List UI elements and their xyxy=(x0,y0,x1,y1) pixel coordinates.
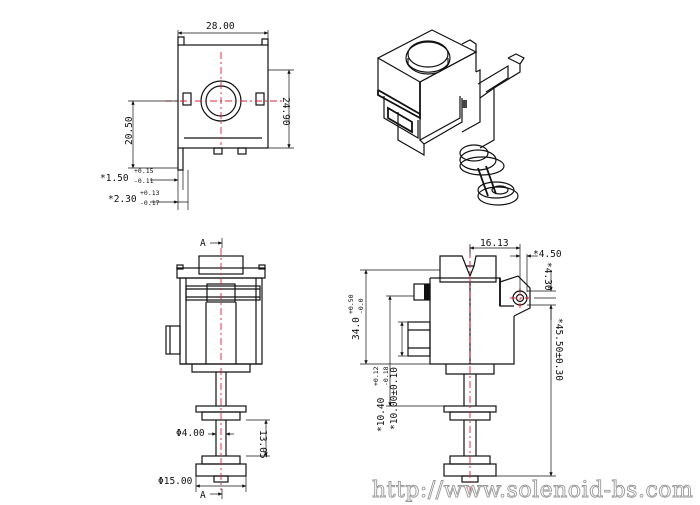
dim-overall-height: *45.50±0.30 xyxy=(553,318,564,381)
top-view-corner-tab xyxy=(261,38,269,45)
top-view-left-clip xyxy=(182,92,192,106)
dim-disc-diameter: Φ15.00 xyxy=(158,476,193,487)
side-mount-ear xyxy=(499,275,531,317)
dim-hole-height: *4.30 xyxy=(542,262,553,291)
side-shaft xyxy=(463,374,477,406)
dim-boss-1: *10.40 xyxy=(376,397,387,432)
iso-collar xyxy=(459,144,489,162)
top-view-tab xyxy=(177,36,185,45)
isometric-view xyxy=(376,29,525,206)
front-view: A A Φ4.00 xyxy=(158,238,270,501)
dim-boss-2: *10.00±0.10 xyxy=(389,367,400,430)
svg-text:+0.13: +0.13 xyxy=(140,189,160,197)
dim-width: 28.00 xyxy=(206,21,235,32)
top-view-mount-tab xyxy=(177,148,184,171)
iso-side-plate xyxy=(461,69,481,133)
dim-height: 24.90 xyxy=(280,97,291,126)
section-mark-bottom: A xyxy=(200,490,206,501)
front-flange xyxy=(185,285,261,301)
side-body xyxy=(429,278,515,365)
dim-tab-offset: *2.30 xyxy=(108,194,137,205)
top-view-foot-right xyxy=(237,147,247,155)
dim-body-height: 34.0 xyxy=(351,317,362,340)
top-view-right-clip xyxy=(255,92,265,106)
top-view: 28.00 24.90 20.50 *1.50 +0.15 -0.11 *2.3… xyxy=(100,21,294,210)
front-frame xyxy=(179,277,263,365)
front-shaft xyxy=(215,372,227,406)
iso-window xyxy=(387,106,413,134)
side-boss xyxy=(407,321,431,357)
svg-text:-0.17: -0.17 xyxy=(140,199,160,207)
front-left-boss xyxy=(165,325,181,355)
dim-shaft-diameter: Φ4.00 xyxy=(176,428,205,439)
svg-text:+0.15: +0.15 xyxy=(134,167,154,175)
section-mark-top: A xyxy=(200,238,206,249)
svg-text:-0.0: -0.0 xyxy=(357,298,365,314)
dim-tab-thickness: *1.50 xyxy=(100,173,129,184)
watermark-text: http://www.solenoid-bs.com xyxy=(372,478,693,503)
svg-text:+0.12: +0.12 xyxy=(372,366,380,386)
dim-mount-height: 20.50 xyxy=(124,116,135,145)
iso-plunger-cap xyxy=(405,41,451,75)
side-view: 16.13 *4.50 *4.30 *45.50±0.30 34.0 +0.50… xyxy=(347,238,564,492)
svg-text:-0.18: -0.18 xyxy=(382,366,390,386)
dim-disc-spacing: 13.05 xyxy=(257,430,268,459)
top-view-foot-left xyxy=(213,147,223,155)
svg-text:-0.11: -0.11 xyxy=(134,177,154,185)
dim-hole-width: *4.50 xyxy=(533,249,562,260)
svg-text:+0.50: +0.50 xyxy=(347,294,355,314)
top-view-body xyxy=(177,44,269,149)
side-cap xyxy=(439,255,497,283)
dim-hole-offset: 16.13 xyxy=(480,238,509,249)
